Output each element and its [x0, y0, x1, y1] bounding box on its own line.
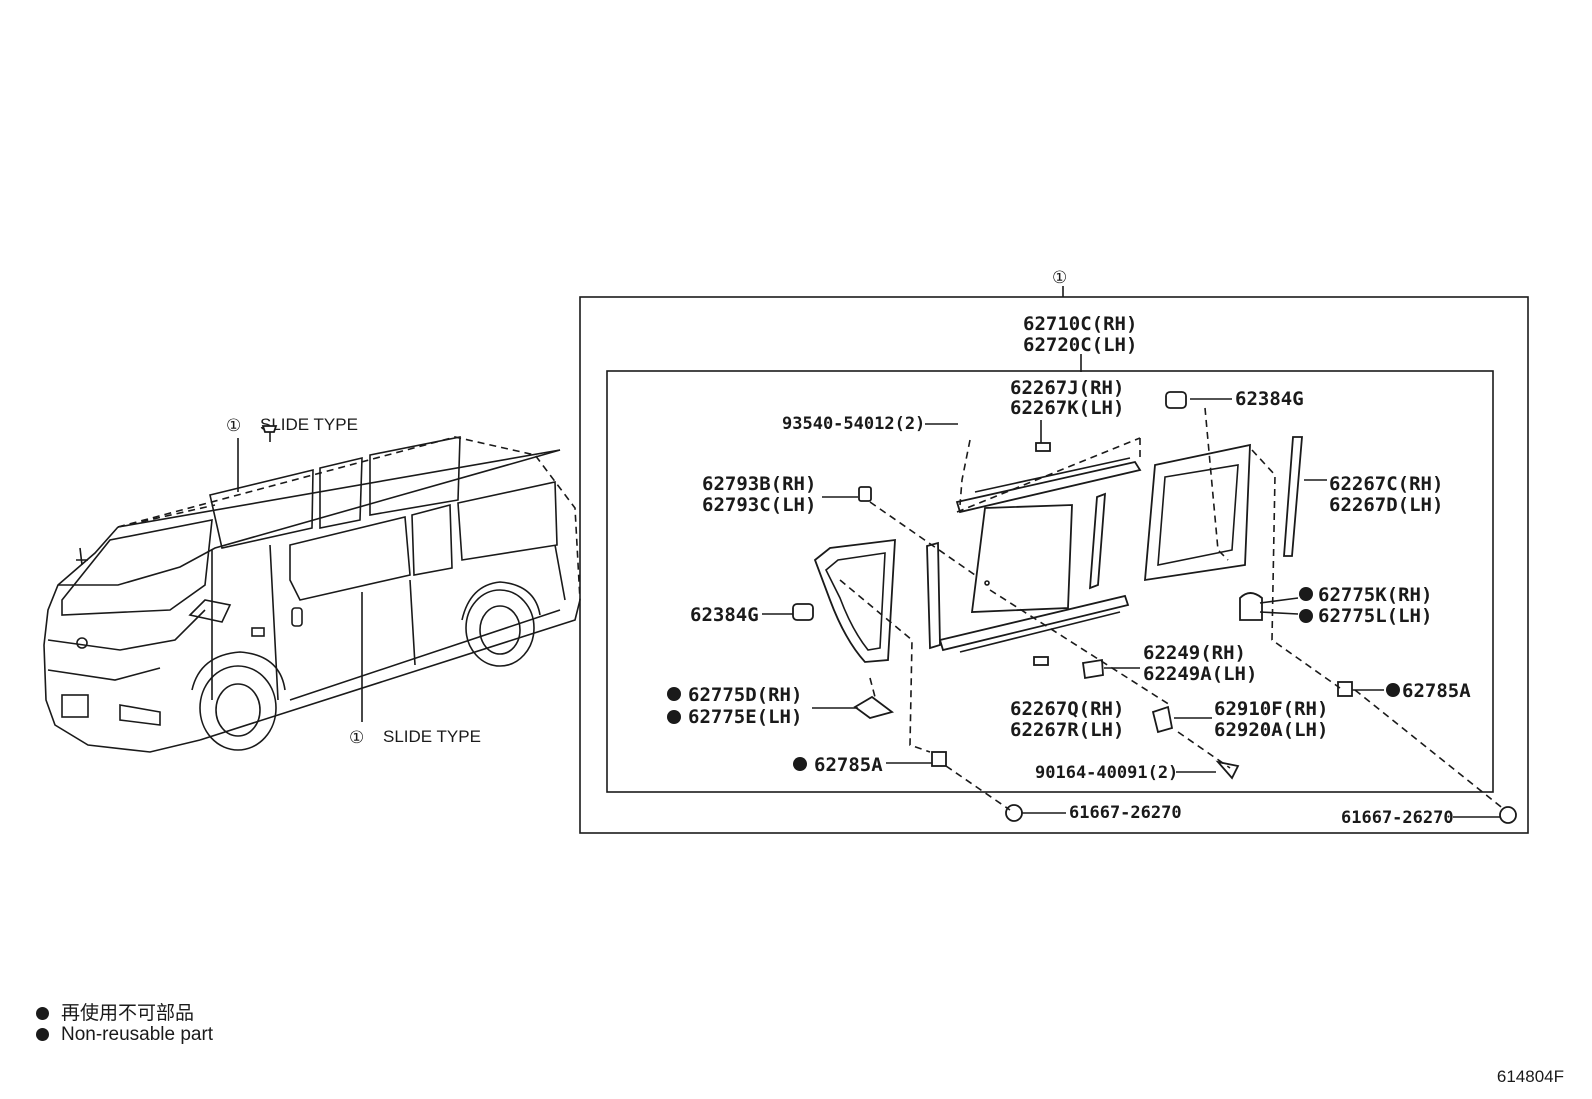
- part-number[interactable]: 62775K(RH): [1318, 584, 1432, 606]
- part-number[interactable]: 61667-26270: [1069, 803, 1182, 823]
- part-drawings: [261, 391, 1517, 824]
- non-reusable-bullet-icon: [36, 1028, 49, 1042]
- assembly-inner-frame: [606, 370, 1494, 793]
- part-number[interactable]: 62267Q(RH): [1010, 698, 1124, 720]
- non-reusable-bullet-icon: [793, 757, 807, 771]
- callout-1-icon: ①: [349, 728, 364, 747]
- part-number[interactable]: 93540-54012(2): [782, 414, 925, 434]
- van-callout-lower[interactable]: ① SLIDE TYPE: [349, 727, 481, 747]
- part-number[interactable]: 62249A(LH): [1143, 663, 1257, 685]
- van-illustration: [43, 436, 581, 753]
- legend-text: 再使用不可部品: [61, 1003, 195, 1024]
- part-62267j-piece: [1035, 442, 1051, 452]
- window-upper-slide: [209, 468, 314, 549]
- part-labels: 62710C(RH) 62720C(LH) 62267J(RH) 62267K(…: [667, 313, 1471, 828]
- non-reusable-bullet-icon: [667, 687, 681, 701]
- part-number[interactable]: 62384G: [690, 604, 759, 626]
- slide-type-label-lower: SLIDE TYPE: [383, 727, 481, 746]
- non-reusable-bullet-icon: [1299, 587, 1313, 601]
- part-number[interactable]: 62785A: [1402, 680, 1471, 702]
- assembly-outer-frame: [579, 296, 1529, 834]
- non-reusable-bullet-icon: [36, 1007, 49, 1021]
- part-number[interactable]: 90164-40091(2): [1035, 763, 1178, 783]
- callout-1-icon: ①: [1052, 268, 1067, 287]
- leader-lines: [762, 354, 1506, 818]
- part-number[interactable]: 62267D(LH): [1329, 494, 1443, 516]
- part-number[interactable]: 62775E(LH): [688, 706, 802, 728]
- part-62267q-piece: [1033, 656, 1049, 666]
- part-number[interactable]: 62267C(RH): [1329, 473, 1443, 495]
- callout-1-icon: ①: [226, 416, 241, 435]
- part-number[interactable]: 62267J(RH): [1010, 377, 1124, 399]
- part-number[interactable]: 62267R(LH): [1010, 719, 1124, 741]
- part-number[interactable]: 62793B(RH): [702, 473, 816, 495]
- part-number[interactable]: 62267K(LH): [1010, 397, 1124, 419]
- illustration-code: 614804F: [1496, 1067, 1564, 1086]
- part-number[interactable]: 62920A(LH): [1214, 719, 1328, 741]
- part-number[interactable]: 62249(RH): [1143, 642, 1246, 664]
- part-number[interactable]: 62775L(LH): [1318, 605, 1432, 627]
- part-number[interactable]: 62793C(LH): [702, 494, 816, 516]
- part-number[interactable]: 62910F(RH): [1214, 698, 1328, 720]
- non-reusable-bullet-icon: [667, 710, 681, 724]
- van-callout-upper[interactable]: ① SLIDE TYPE: [226, 415, 358, 435]
- non-reusable-bullet-icon: [1299, 609, 1313, 623]
- legend-item-japanese: 再使用不可部品: [36, 998, 194, 1025]
- part-number[interactable]: 62710C(RH): [1023, 313, 1137, 335]
- part-number[interactable]: 62785A: [814, 754, 883, 776]
- part-number[interactable]: 62775D(RH): [688, 684, 802, 706]
- part-number[interactable]: 62720C(LH): [1023, 334, 1137, 356]
- legend-item-english: Non-reusable part: [36, 1024, 213, 1046]
- part-number[interactable]: 62384G: [1235, 388, 1304, 410]
- legend-text: Non-reusable part: [61, 1024, 214, 1045]
- part-number[interactable]: 61667-26270: [1341, 808, 1454, 828]
- window-lower-slide: [289, 516, 411, 601]
- non-reusable-bullet-icon: [1386, 683, 1400, 697]
- slide-type-label-upper: SLIDE TYPE: [260, 415, 358, 434]
